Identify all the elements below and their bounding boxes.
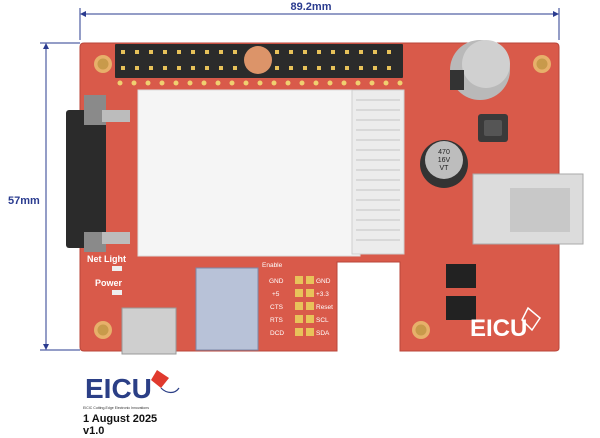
inductor [478,114,508,142]
footer-logo: EICU [85,370,180,404]
height-dimension-label: 57mm [8,195,40,207]
cap-code-label: VT [440,165,450,172]
usb-c-port [121,307,177,355]
board-logo-text: EICU [470,315,527,342]
pin-one-marker [244,46,272,74]
footer-date: 1 August 2025 [83,413,158,425]
power-led [112,290,122,295]
height-dimension: 57mm [8,42,80,351]
module-connector [351,89,405,255]
enable-label: Enable [262,262,283,269]
footer-logo-kite-icon [151,370,169,388]
lte-module [137,89,361,257]
footer-tagline: EICIC Cutting-Edge Electronic Innovation… [83,406,149,410]
sim-socket-frame [66,95,130,252]
ic-chip [446,264,476,288]
cap-value-label: 470 [438,149,450,156]
cap-voltage-label: 16V [438,157,451,164]
uart-header: Enable GND +5 CTS RTS DCD GND +3.3 Reset… [262,262,333,337]
gpio-pins [121,50,391,70]
pin-label-right: SDA [316,330,330,337]
board-logo-kite-icon [521,306,541,332]
sim-card-slot [195,267,259,351]
pin-label-right: +3.3 [316,291,329,298]
footer-version: v1.0 [83,425,105,437]
net-light-label: Net Light [87,254,126,264]
pin-label-left: +5 [272,291,280,298]
power-label: Power [95,278,123,288]
electrolytic-capacitor-large [450,40,510,100]
module-connector-teeth [356,99,400,241]
pin-label-right: GND [316,278,331,285]
footer-logo-text: EICU [85,373,152,404]
pin-label-right: SCL [316,317,329,324]
electrolytic-capacitor-small: 470 16V VT [420,140,468,188]
width-dimension: 89.2mm [79,1,560,40]
pin-label-right: Reset [316,304,333,311]
width-dimension-label: 89.2mm [291,1,332,13]
pin-label-left: DCD [270,330,284,337]
pin-label-left: GND [269,278,284,285]
pin-label-left: RTS [270,317,284,324]
ic-chip [446,296,476,320]
mounting-holes [94,55,551,339]
net-light-led [112,266,122,271]
pin-label-left: CTS [270,304,284,311]
